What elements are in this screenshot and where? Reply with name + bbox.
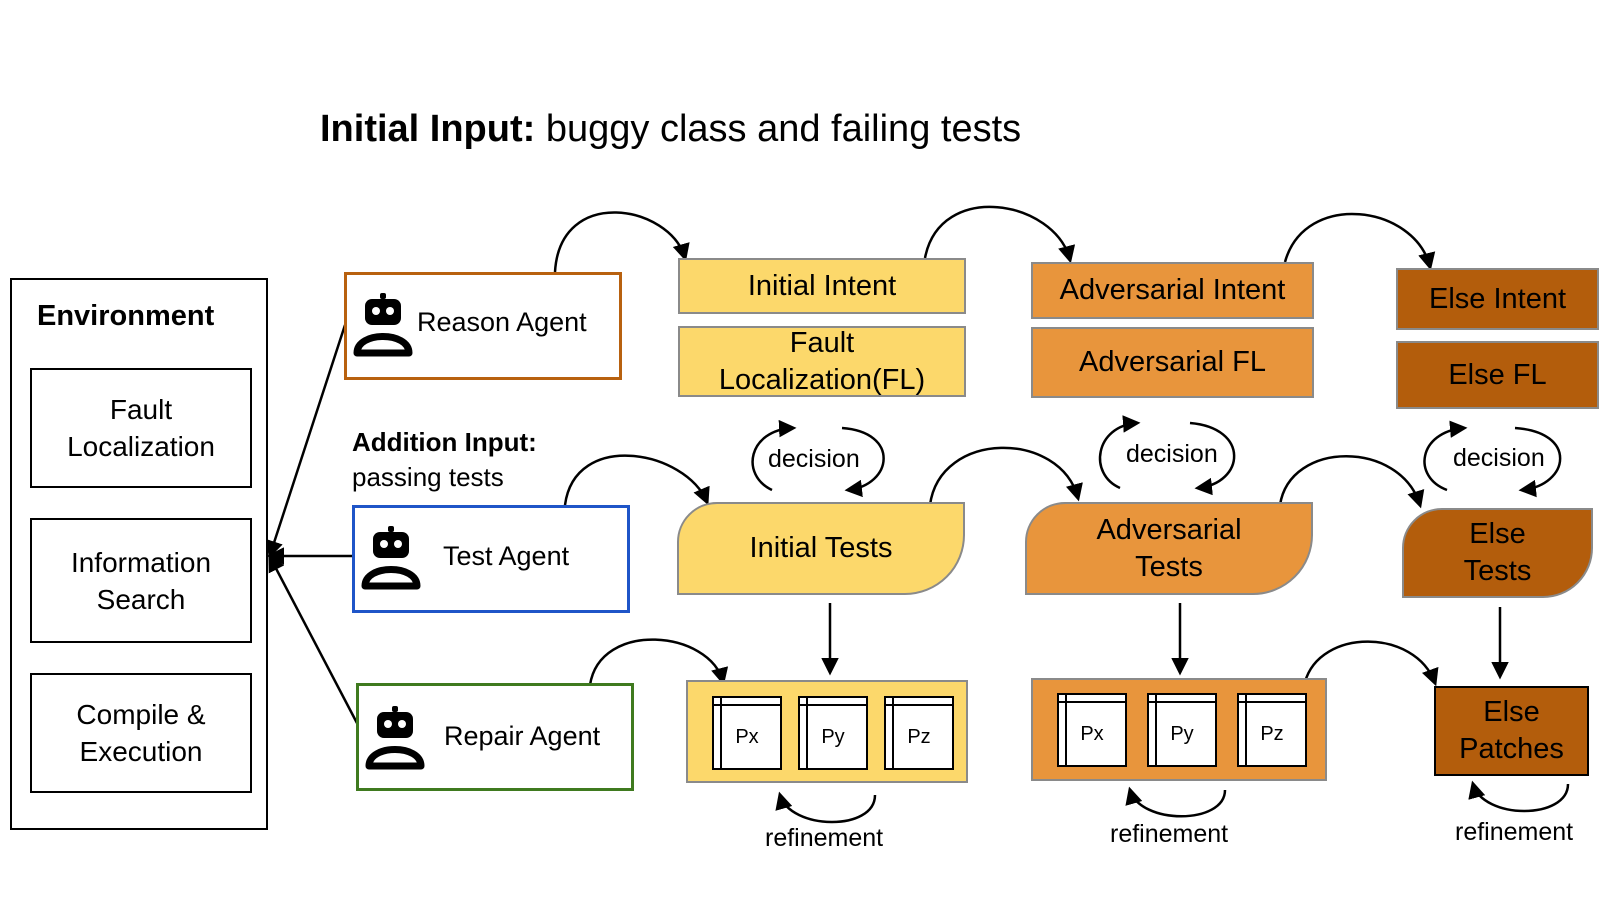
addition-input-rest: passing tests <box>352 462 504 492</box>
adversarial-intent-box: Adversarial Intent <box>1031 262 1314 319</box>
initial-fl-box: Fault Localization(FL) <box>678 326 966 397</box>
decision-cycle-else <box>1423 420 1468 492</box>
robot-icon <box>365 706 425 770</box>
repair-agent-box: Repair Agent <box>356 683 634 791</box>
title-bold: Initial Input: <box>320 108 536 150</box>
env-fault-localization: Fault Localization <box>30 368 252 488</box>
else-patches-box: Else Patches <box>1434 686 1589 776</box>
reason-agent-label: Reason Agent <box>417 307 587 337</box>
arrow-initial-to-adversarial <box>923 205 1076 264</box>
arrow-initial-to-adversarial-tests <box>928 446 1083 506</box>
patch-icon: Py <box>798 696 868 770</box>
arrow-repair-to-patches <box>588 638 729 686</box>
else-tests-box: Else Tests <box>1402 508 1593 598</box>
decision-label-adversarial: decision <box>1126 440 1218 468</box>
decision-cycle-else-b <box>1514 426 1562 498</box>
decision-cycle-initial-b <box>841 426 885 498</box>
patch-icon: Pz <box>884 696 954 770</box>
else-fl-box: Else FL <box>1396 341 1599 409</box>
refinement-cycle-initial <box>775 791 877 824</box>
reason-agent-box: Reason Agent <box>344 272 622 380</box>
env-compile-execution: Compile & Execution <box>30 673 252 793</box>
test-agent-label: Test Agent <box>443 541 570 571</box>
env-information-search: Information Search <box>30 518 252 643</box>
refinement-label-adversarial: refinement <box>1110 820 1229 848</box>
repair-agent-label: Repair Agent <box>444 721 601 751</box>
patch-label: Px <box>1080 723 1104 745</box>
refinement-label-else: refinement <box>1455 818 1574 846</box>
arrow-adversarial-to-else-patches <box>1303 640 1439 687</box>
patch-icon: Py <box>1147 693 1217 767</box>
initial-patches-box: Px Py Pz <box>686 680 968 783</box>
decision-cycle-adversarial-b <box>1189 421 1236 496</box>
robot-icon <box>361 526 421 590</box>
decision-label-initial: decision <box>768 445 860 473</box>
addition-input: Addition Input: passing tests <box>352 425 537 495</box>
patch-icon: Px <box>712 696 782 770</box>
refinement-cycle-else <box>1468 780 1570 813</box>
patch-label: Py <box>821 726 845 748</box>
curved-flow-arrows <box>266 205 1570 824</box>
addition-input-bold: Addition Input: <box>352 427 537 457</box>
environment-title: Environment <box>37 300 215 332</box>
adversarial-tests-box: Adversarial Tests <box>1025 502 1313 595</box>
patch-icon: Pz <box>1237 693 1307 767</box>
robot-icon <box>353 293 413 357</box>
patch-label: Py <box>1170 723 1194 745</box>
initial-intent-box: Initial Intent <box>678 258 966 314</box>
arrow-adversarial-to-else <box>1283 212 1436 271</box>
environment-panel <box>10 278 268 830</box>
refinement-cycle-adversarial <box>1125 786 1227 818</box>
else-intent-box: Else Intent <box>1396 268 1599 330</box>
refinement-label-initial: refinement <box>765 824 884 852</box>
decision-cycle-adversarial <box>1098 415 1141 490</box>
decision-label-else: decision <box>1453 444 1545 472</box>
diagram-title: Initial Input: buggy class and failing t… <box>320 108 1021 151</box>
patch-label: Pz <box>1260 723 1284 745</box>
patch-label: Pz <box>907 726 931 748</box>
decision-cycle-initial <box>751 419 797 492</box>
initial-tests-box: Initial Tests <box>677 502 965 595</box>
patch-label: Px <box>735 726 759 748</box>
arrow-repair-to-env <box>268 553 360 726</box>
arrow-reason-to-intent <box>553 211 690 273</box>
patch-icon: Px <box>1057 693 1127 767</box>
arrow-reason-to-env <box>266 324 347 559</box>
adversarial-fl-box: Adversarial FL <box>1031 327 1314 398</box>
adversarial-patches-box: Px Py Pz <box>1031 678 1327 781</box>
test-agent-box: Test Agent <box>352 505 630 613</box>
arrow-test-to-initial-tests <box>563 454 710 506</box>
arrow-adversarial-to-else-tests <box>1278 455 1425 509</box>
title-rest: buggy class and failing tests <box>535 108 1022 150</box>
